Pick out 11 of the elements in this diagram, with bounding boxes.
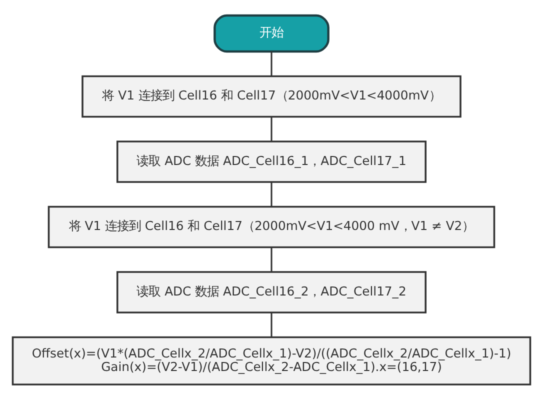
- node-box: 开始: [214, 14, 330, 53]
- node-box: 将 V1 连接到 Cell16 和 Cell17（2000mV<V1<4000mV）: [82, 75, 462, 118]
- node-box: 读取 ADC 数据 ADC_Cell16_1，ADC_Cell17_1: [116, 140, 427, 183]
- connector: [270, 312, 272, 338]
- connector: [270, 247, 272, 272]
- node-box: 将 V1 连接到 Cell16 和 Cell17（2000mV<V1<4000 mV，V1 ≠ V2）: [48, 206, 496, 248]
- node-box: 读取 ADC 数据 ADC_Cell16_2，ADC_Cell17_2: [116, 271, 427, 314]
- node-box: Offset(x)=(V1*(ADC_Cellx_2/ADC_Cellx_1)-V2)/((ADC_Cellx_2/ADC_Cellx_1)-1) Gain(x)=(V2-V1)/(ADC_Cellx_2-ADC_Cellx_1).x=(16,17): [12, 336, 532, 386]
- connector: [270, 182, 272, 207]
- connector: [270, 116, 272, 142]
- connector: [270, 52, 272, 76]
